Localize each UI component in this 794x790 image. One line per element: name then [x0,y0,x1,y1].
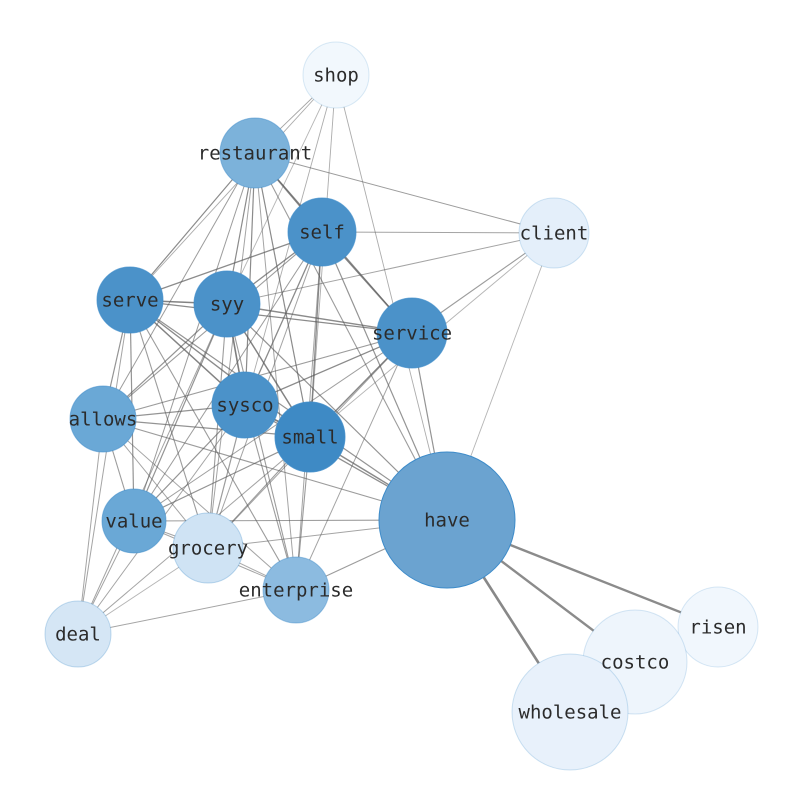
graph-node-risen[interactable] [677,586,759,668]
graph-edge [226,74,337,305]
graph-node-wholesale[interactable] [511,653,629,771]
graph-node-allows[interactable] [69,385,137,453]
graph-edge [129,299,297,591]
graph-edge [133,332,413,522]
graph-node-restaurant[interactable] [219,117,291,189]
graph-node-self[interactable] [287,197,357,267]
graph-edge [129,74,337,301]
graph-node-service[interactable] [376,297,448,369]
graph-edge [207,303,228,549]
graph-edge [254,152,555,234]
graph-edge [77,589,297,635]
graph-edge [254,152,448,521]
graph-node-enterprise[interactable] [262,556,330,624]
graph-edge [244,152,256,406]
graph-edge [133,303,228,522]
graph-node-client[interactable] [518,197,590,269]
graph-edge [207,152,256,549]
graph-edge [129,299,311,438]
graph-edge [295,332,413,591]
graph-node-shop[interactable] [302,41,370,109]
graph-edge [133,152,256,522]
graph-node-small[interactable] [274,401,346,473]
graph-edge [102,418,297,591]
graph-node-grocery[interactable] [172,512,244,584]
graph-edge [129,299,413,334]
nodes-layer [44,41,759,771]
graph-node-deal[interactable] [44,600,112,668]
graph-edge [254,152,311,438]
graph-edge [129,299,209,549]
graph-node-serve[interactable] [96,266,164,334]
graph-edge [226,232,555,305]
graph-node-value[interactable] [101,488,167,554]
graph-edge [102,152,256,420]
graph-edge [77,299,131,635]
graph-node-sysco[interactable] [211,371,279,439]
graph-edge [77,418,104,635]
graph-edge [77,303,228,635]
graph-node-have[interactable] [378,451,516,589]
graph-edge [226,303,297,591]
graph-edge [321,231,555,234]
graph-node-syy[interactable] [193,270,261,338]
graph-edge [335,74,448,521]
